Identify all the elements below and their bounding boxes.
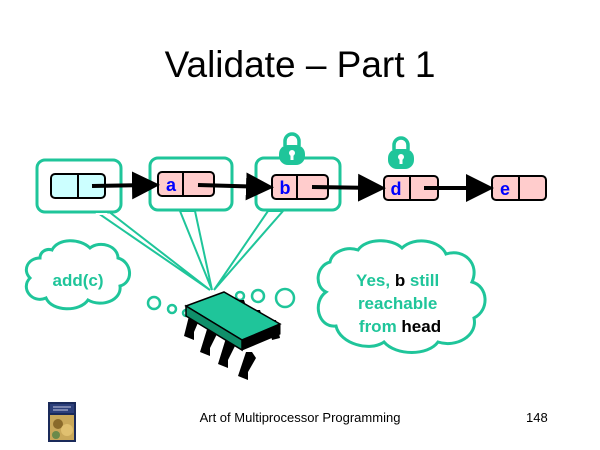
thought-text-add: add(c) bbox=[53, 271, 104, 290]
book-cover-icon bbox=[48, 402, 76, 442]
lock-icon bbox=[388, 136, 414, 169]
page-number: 148 bbox=[526, 410, 548, 425]
thought-bubbles-left bbox=[146, 295, 191, 318]
node-label: d bbox=[391, 179, 402, 199]
thought-beams bbox=[91, 210, 286, 291]
node-label: b bbox=[280, 178, 291, 198]
thought-text-reachable: Yes, b still reachable from head bbox=[356, 271, 444, 336]
thought-bubbles-right bbox=[234, 287, 296, 309]
node-label: e bbox=[500, 179, 510, 199]
footer-book-title: Art of Multiprocessor Programming bbox=[199, 410, 401, 425]
list-node-e: e bbox=[491, 175, 547, 201]
lock-icon bbox=[279, 132, 305, 165]
thought-cloud-right: Yes, b still reachable from head bbox=[316, 239, 487, 354]
next-pointers bbox=[91, 171, 494, 202]
processor-chip-icon bbox=[184, 291, 282, 380]
slide-title: Validate – Part 1 bbox=[164, 44, 436, 85]
node-label: a bbox=[166, 175, 177, 195]
thought-cloud-left: add(c) bbox=[24, 239, 131, 311]
